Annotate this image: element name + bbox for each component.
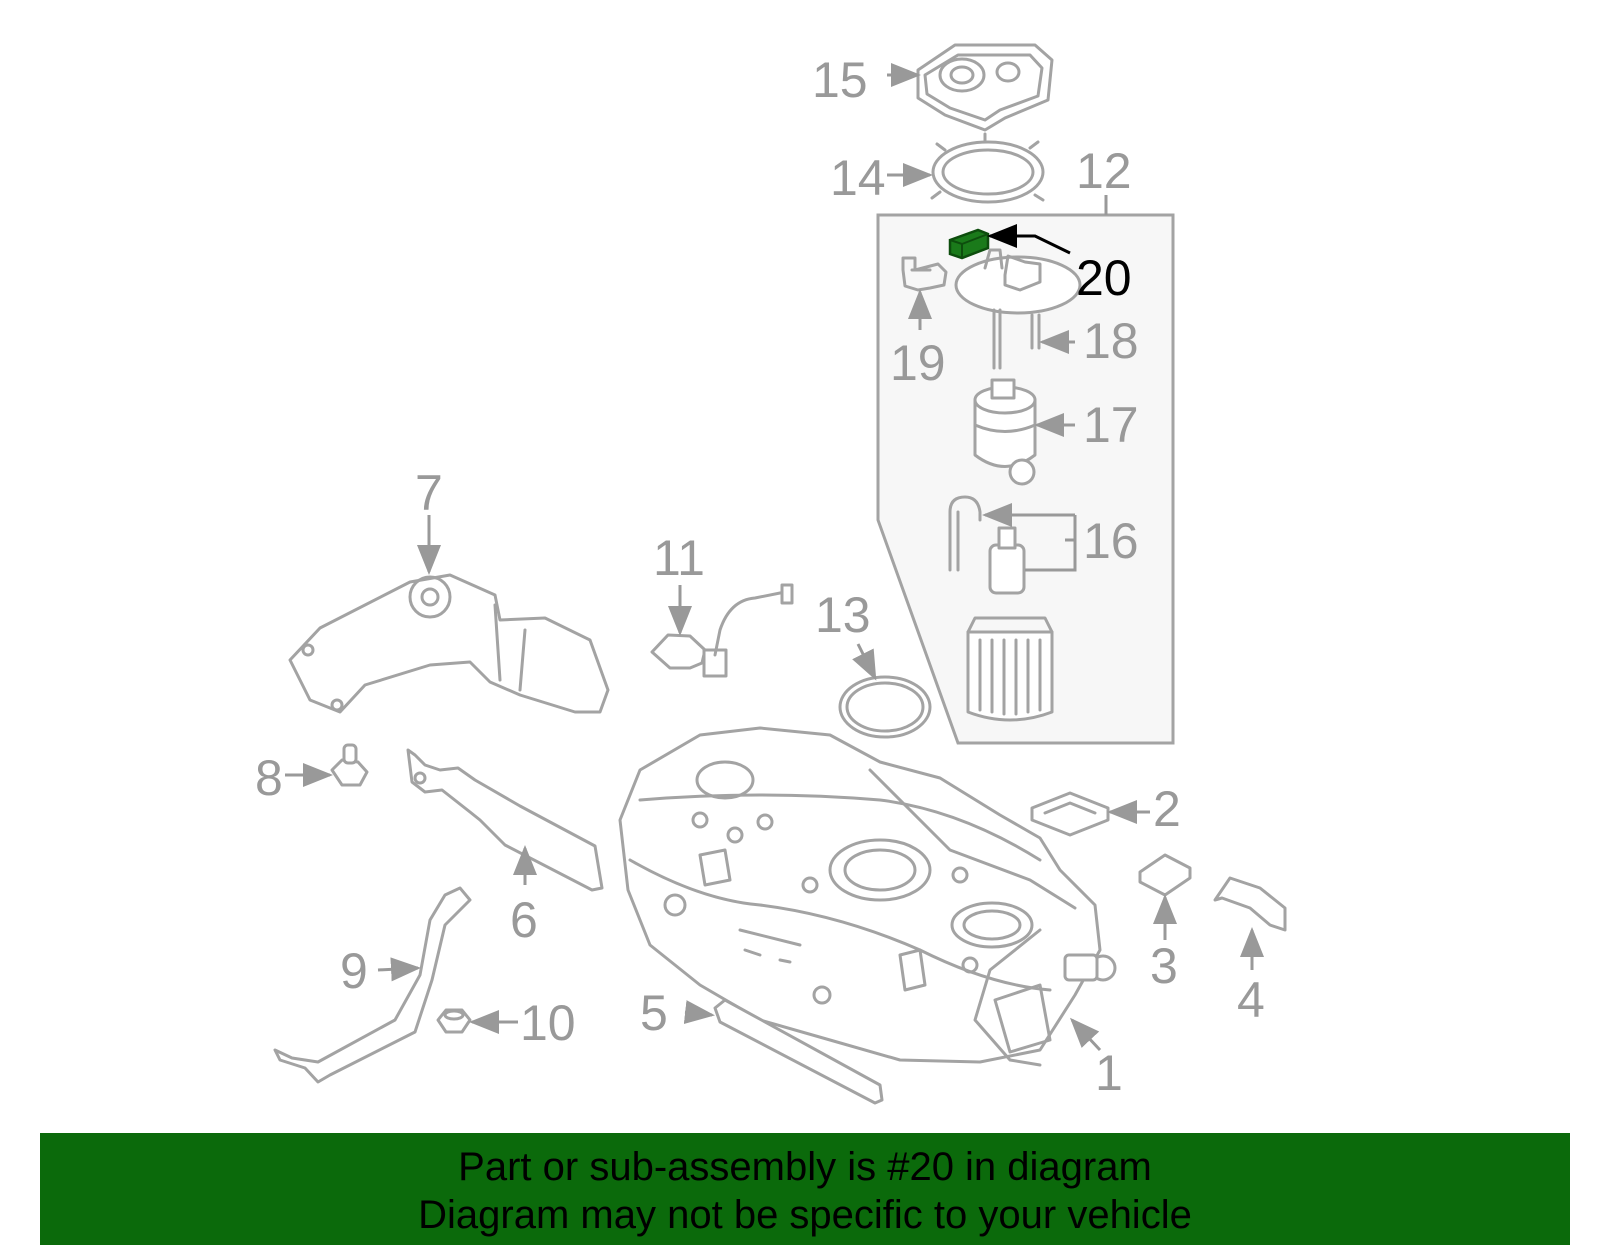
- callout-15[interactable]: 15: [812, 52, 868, 108]
- callout-6[interactable]: 6: [510, 892, 538, 948]
- part-20-connector-highlighted[interactable]: [948, 228, 990, 260]
- part-6-strap[interactable]: [406, 748, 604, 892]
- callout-18[interactable]: 18: [1083, 313, 1139, 369]
- callout-3[interactable]: 3: [1150, 938, 1178, 994]
- part-8-grommet[interactable]: [330, 743, 369, 787]
- banner-line-part-number: Part or sub-assembly is #20 in diagram: [458, 1145, 1152, 1189]
- part-9-strap[interactable]: [273, 886, 472, 1084]
- banner-line-disclaimer: Diagram may not be specific to your vehi…: [418, 1193, 1192, 1237]
- part-15-cover[interactable]: [916, 43, 1054, 132]
- part-17-fuel-pump[interactable]: [973, 378, 1037, 486]
- parts-diagram: 15 14 12 20 18 19 17 16 7 11 13 8 2 6 3 …: [255, 43, 1287, 1105]
- callout-17[interactable]: 17: [1083, 397, 1139, 453]
- info-banner: Part or sub-assembly is #20 in diagram D…: [40, 1133, 1570, 1245]
- part-7-heat-shield[interactable]: [288, 573, 610, 714]
- part-4-shield[interactable]: [1213, 876, 1287, 932]
- callout-2[interactable]: 2: [1153, 781, 1181, 837]
- callout-11[interactable]: 11: [653, 530, 705, 586]
- pump-reservoir[interactable]: [966, 616, 1054, 722]
- callout-7[interactable]: 7: [415, 465, 443, 521]
- leader-lines: [285, 63, 1264, 1052]
- part-13-o-ring[interactable]: [838, 675, 932, 739]
- callout-1[interactable]: 1: [1095, 1045, 1123, 1101]
- callout-labels: 15 14 12 20 18 19 17 16 7 11 13 8 2 6 3 …: [255, 52, 1265, 1101]
- callout-16[interactable]: 16: [1083, 513, 1139, 569]
- part-2-pad[interactable]: [1030, 791, 1110, 837]
- callout-4[interactable]: 4: [1237, 972, 1265, 1028]
- pump-flange[interactable]: [954, 248, 1082, 370]
- callout-19[interactable]: 19: [890, 335, 946, 391]
- callout-10[interactable]: 10: [520, 995, 576, 1051]
- callout-12[interactable]: 12: [1076, 143, 1132, 199]
- callout-9[interactable]: 9: [340, 943, 368, 999]
- callout-20[interactable]: 20: [1076, 250, 1132, 306]
- part-14-ring[interactable]: [930, 132, 1045, 204]
- part-11-sender[interactable]: [650, 583, 794, 678]
- part-19-sensor[interactable]: [901, 256, 948, 292]
- part-5-strap[interactable]: [713, 998, 884, 1105]
- part-3-pad[interactable]: [1138, 853, 1192, 897]
- callout-8[interactable]: 8: [255, 750, 283, 806]
- part-1-fuel-tank[interactable]: [618, 726, 1117, 1067]
- callout-5[interactable]: 5: [640, 985, 668, 1041]
- callout-13[interactable]: 13: [815, 587, 871, 643]
- callout-14[interactable]: 14: [830, 150, 886, 206]
- part-10-nut[interactable]: [436, 1008, 472, 1034]
